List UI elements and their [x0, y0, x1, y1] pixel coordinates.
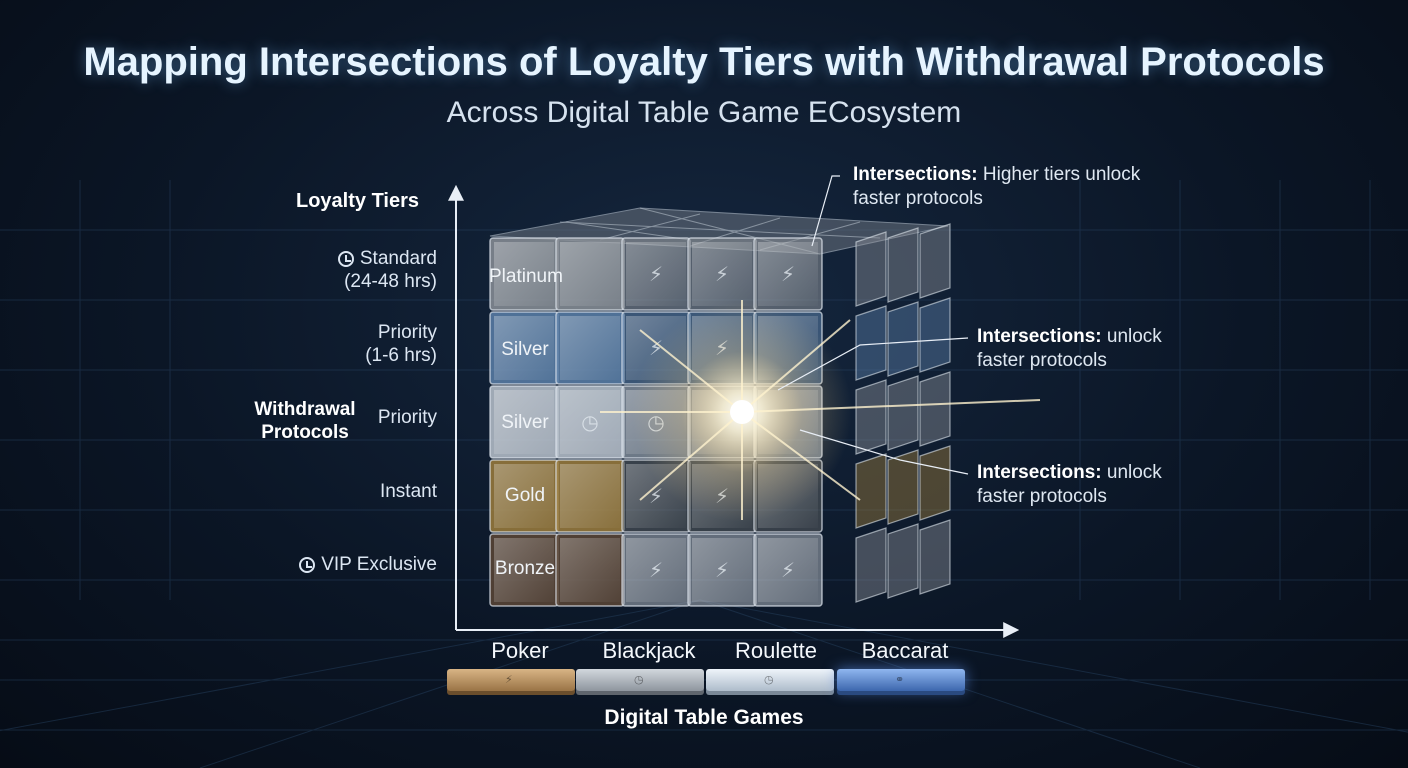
annotation-middle: Intersections: unlock faster protocols — [977, 326, 1162, 371]
y-label-instant: Instant — [379, 481, 437, 502]
y-label-standard: Standard (24-48 hrs) — [300, 247, 437, 293]
tier-label-bronze: Bronze — [494, 558, 556, 579]
clock-icon — [337, 251, 354, 267]
cube-side-cell — [919, 297, 951, 373]
cube-cell-shine — [692, 242, 752, 306]
poker-chip: ⚡ — [447, 669, 575, 691]
cube-cell-shine — [626, 242, 686, 306]
cube-side-cell — [887, 301, 919, 377]
cube-side-cell — [855, 379, 887, 455]
annotation-leaders — [777, 175, 969, 475]
lightning-icon: ⚡ — [649, 262, 663, 286]
cube-cell-shine — [494, 390, 554, 454]
cube-side-cell — [887, 523, 919, 599]
cube-cell-shine — [494, 316, 554, 380]
tier-label-gold: Gold — [504, 485, 546, 506]
lightning-icon: ⚡ — [649, 484, 663, 508]
cube-side-cell — [855, 527, 887, 603]
lightning-icon: ⚡ — [781, 558, 795, 582]
cube-side-cell — [887, 227, 919, 303]
clock-icon: ◷ — [764, 674, 774, 686]
chip-icon: ⚭ — [895, 674, 905, 686]
cube-right-face — [855, 223, 951, 603]
cube-cell-shine — [494, 242, 554, 306]
page-subtitle: Across Digital Table Game ECosystem — [446, 96, 962, 129]
clock-icon: ◷ — [634, 674, 644, 686]
cube-cell-shine — [494, 538, 554, 602]
clock-icon: ◷ — [581, 410, 598, 434]
blackjack-chip: ◷ — [576, 669, 704, 691]
cube-side-cell — [919, 371, 951, 447]
cube-side-cell — [919, 519, 951, 595]
cube-cell-shine — [560, 464, 620, 528]
cube-side-cell — [855, 305, 887, 381]
tier-label-silver: Silver — [501, 412, 549, 433]
page-title: Mapping Intersections of Loyalty Tiers w… — [83, 40, 1325, 84]
cube-cell-shine — [560, 316, 620, 380]
y-label-priority-fast: Priority (1-6 hrs) — [365, 322, 437, 366]
cube-cell-shine — [758, 538, 818, 602]
cube-cell-shine — [560, 538, 620, 602]
baccarat-chip: ⚭ — [837, 669, 965, 691]
lightning-icon: ⚡ — [715, 262, 729, 286]
cube-side-cell — [855, 231, 887, 307]
y-label-vip-exclusive: VIP Exclusive — [260, 553, 437, 576]
cube-cell-shine — [692, 538, 752, 602]
cube-cell-shine — [494, 464, 554, 528]
x-axis-title: Digital Table Games — [604, 706, 804, 729]
game-label-roulette: Roulette — [735, 638, 817, 663]
annotation-top: Intersections: Higher tiers unlock faste… — [853, 164, 1141, 209]
cube-side-cell — [855, 453, 887, 529]
y-axis-title: Loyalty Tiers — [296, 190, 420, 212]
game-label-baccarat: Baccarat — [861, 638, 949, 663]
game-label-blackjack: Blackjack — [602, 638, 696, 663]
intersection-glow — [600, 300, 1041, 522]
cube-side-cell — [887, 375, 919, 451]
cube-side-cell — [919, 223, 951, 299]
cube-cell-shine — [758, 242, 818, 306]
cube-cell-shine — [626, 538, 686, 602]
tier-label-silver-blue: Silver — [501, 339, 549, 360]
lightning-icon: ⚡ — [649, 558, 663, 582]
cube-cell-shine — [560, 242, 620, 306]
annotation-bottom: Intersections: unlock faster protocols — [977, 462, 1162, 507]
game-label-poker: Poker — [491, 638, 549, 663]
roulette-chip: ◷ — [706, 669, 834, 691]
cube-cell-shine — [560, 390, 620, 454]
y-label-priority: Priority — [377, 407, 437, 428]
clock-icon — [299, 557, 316, 573]
tier-label-platinum: Platinum — [489, 266, 563, 287]
cube-side-cell — [887, 449, 919, 525]
cube-side-cell — [919, 445, 951, 521]
lightning-icon: ⚡ — [781, 262, 795, 286]
lightning-icon: ⚡ — [505, 674, 513, 686]
lightning-icon: ⚡ — [715, 558, 729, 582]
